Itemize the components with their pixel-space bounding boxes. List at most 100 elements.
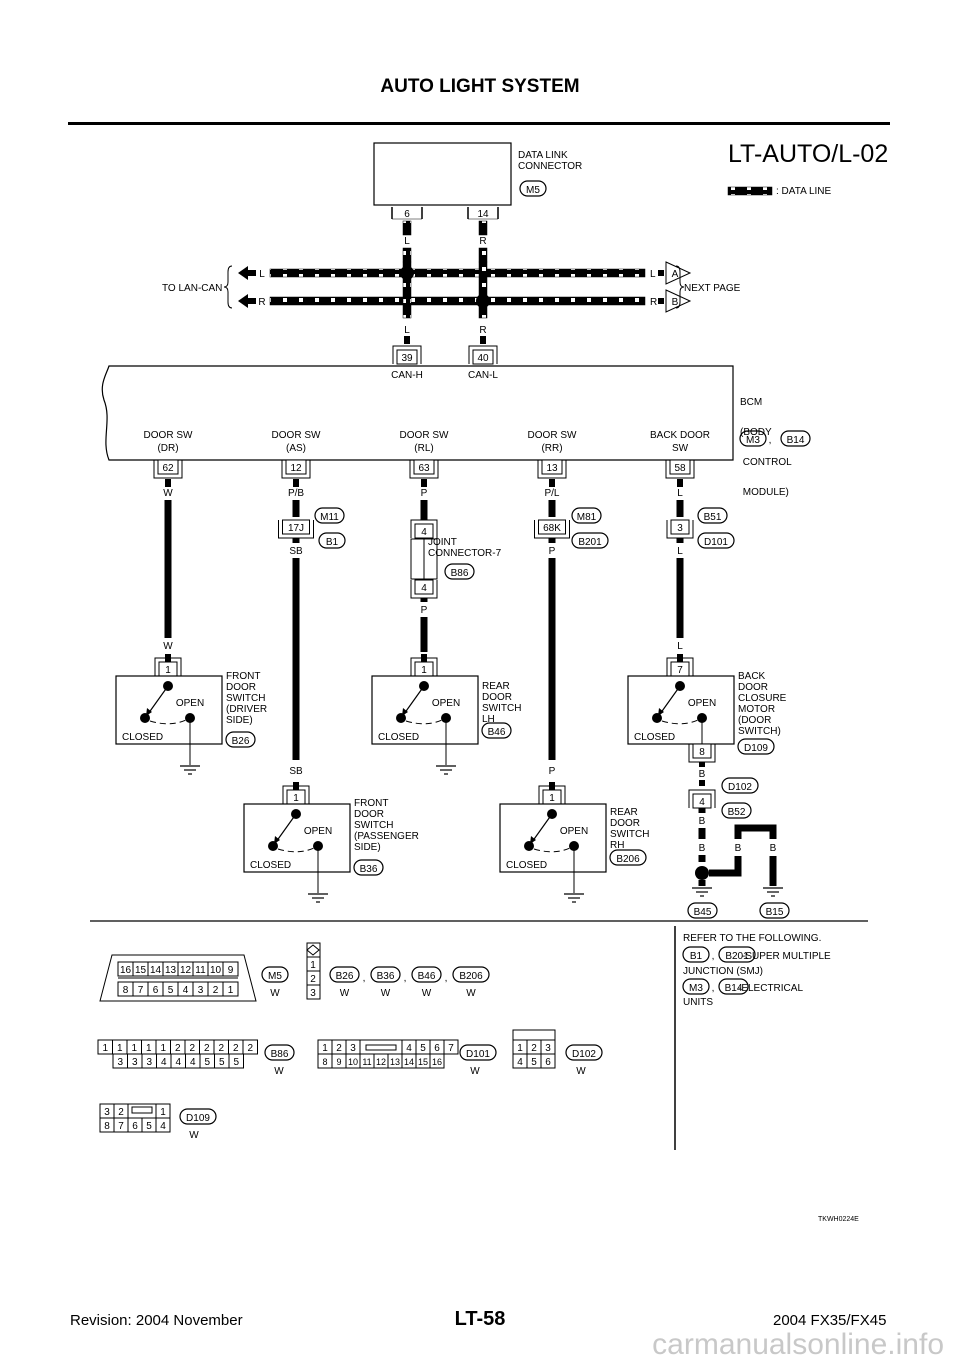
bcm-output-pin-box — [413, 459, 435, 475]
switch-arm — [275, 813, 297, 843]
d109-latch — [131, 1106, 153, 1114]
wire-color: W — [163, 641, 173, 652]
d101-pin: 12 — [376, 1057, 386, 1067]
data-line — [269, 268, 646, 278]
refer-connector-id-badge — [682, 946, 710, 963]
front-door-switch-driver-connector-id-badge — [225, 731, 256, 748]
inline-connector-id: B51 — [704, 512, 722, 523]
bcm-name-line: CONTROL — [740, 457, 792, 468]
switch-open-label: OPEN — [560, 826, 588, 837]
switch-arrow-icon — [146, 708, 152, 716]
d101-pin: 11 — [362, 1057, 371, 1067]
b86-pin: 5 — [233, 1057, 239, 1068]
switch-contact — [652, 713, 662, 723]
front-door-switch-driver-pin-bracket — [154, 657, 182, 676]
bcm-output-pin-bracket — [281, 460, 311, 479]
d101-pin: 6 — [434, 1043, 440, 1054]
wire-color: P — [549, 546, 556, 557]
b86-pin: 2 — [175, 1043, 181, 1054]
rear-door-switch-rh-box — [499, 803, 607, 873]
revision: Revision: 2004 November — [70, 1312, 243, 1329]
m5-cell — [222, 961, 239, 977]
dlc-name-line: CONNECTOR — [518, 161, 583, 172]
d101-pin: 16 — [432, 1057, 442, 1067]
rear-door-switch-lh-name: SWITCH — [482, 703, 521, 714]
wire — [548, 538, 556, 543]
wire — [292, 538, 300, 543]
switch-contact — [268, 841, 278, 851]
m5-pin: 3 — [198, 985, 204, 996]
m5-pin: 2 — [213, 985, 219, 996]
bcm-output-pin-box — [157, 459, 179, 475]
can-pin-bracket — [468, 345, 498, 364]
d101-pin: 10 — [348, 1057, 358, 1067]
ground-point-id-badge — [759, 902, 790, 919]
front-door-switch-passenger-name: FRONT — [354, 798, 388, 809]
wire-stub — [549, 479, 555, 487]
m5-pin: 15 — [135, 965, 147, 976]
b86-view-id: B86 — [271, 1049, 289, 1060]
d101-pin: 1 — [322, 1043, 328, 1054]
bcm-connector-id: B14 — [787, 435, 805, 446]
splice-dot — [476, 294, 490, 308]
inline-connector-id: B1 — [326, 537, 339, 548]
b86-pin: 4 — [190, 1057, 196, 1068]
inline-pin: 17J — [288, 523, 304, 534]
d101-view-id-badge — [459, 1044, 497, 1061]
front-door-switch-passenger-pin-bracket — [282, 785, 310, 804]
front-door-switch-passenger-name: (PASSENGER — [354, 831, 419, 842]
wire-stub — [293, 479, 299, 487]
bcm-output-pin-bracket — [153, 460, 183, 479]
switch-arrow-icon — [530, 836, 536, 844]
switch-arm — [659, 685, 681, 715]
bcm-output-pin-bracket — [665, 460, 695, 479]
switch-travel — [533, 847, 571, 853]
switch-closed-label: CLOSED — [506, 860, 547, 871]
wire-color: L — [259, 269, 265, 280]
d101-cell — [443, 1039, 459, 1055]
b86-pin: 3 — [146, 1057, 152, 1068]
m5-view-id: M5 — [268, 971, 282, 982]
wire-color: P — [421, 488, 428, 499]
data-line — [478, 261, 488, 319]
rear-door-switch-lh-connector-id-badge — [481, 722, 512, 739]
separator: , — [712, 983, 715, 994]
separator: , — [445, 973, 448, 984]
wire-stub — [404, 336, 410, 344]
m5-pin: 13 — [165, 965, 177, 976]
inline-pin-box — [538, 519, 566, 535]
refer-connector-id: B14 — [725, 983, 743, 994]
switch-arm — [147, 685, 169, 715]
back-door-closure-motor-name: DOOR — [738, 682, 768, 693]
b86-pin: 2 — [233, 1043, 239, 1054]
refer-connector-id: M3 — [689, 983, 703, 994]
joint-pin: 4 — [421, 583, 427, 594]
bcm-connector-id-badge — [739, 430, 767, 447]
brace-left-icon — [223, 265, 233, 309]
m5-pin: 9 — [228, 965, 234, 976]
brace-right-icon — [675, 265, 685, 309]
wire-stub — [658, 270, 664, 276]
d101-pin: 7 — [448, 1043, 454, 1054]
wire — [420, 598, 428, 602]
can-pin: 39 — [401, 353, 413, 364]
d101-pin: 3 — [350, 1043, 356, 1054]
inline-connector-id: B201 — [578, 537, 602, 548]
joint-name: JOINT CONNECTOR-7 — [428, 537, 501, 559]
d101-pin: 13 — [390, 1057, 400, 1067]
inline-connector-id: M81 — [577, 512, 597, 523]
data-line — [402, 247, 412, 263]
m5-pin: 8 — [123, 985, 129, 996]
bcm-output-label: BACK DOOR — [650, 430, 710, 441]
wire-color: W — [466, 988, 476, 999]
refer-box: REFER TO THE FOLLOWING. JUNCTION (SMJ) U… — [683, 933, 821, 1009]
wire — [698, 880, 706, 886]
bcm-output-pin: 12 — [290, 463, 302, 474]
m5-outline — [99, 954, 257, 1002]
wire-color: W — [381, 988, 391, 999]
lan-left-label: TO LAN-CAN — [162, 283, 223, 294]
back-door-pin-out-box — [692, 743, 712, 759]
wire-color: P/B — [288, 488, 304, 499]
m5-pin: 10 — [210, 965, 222, 976]
